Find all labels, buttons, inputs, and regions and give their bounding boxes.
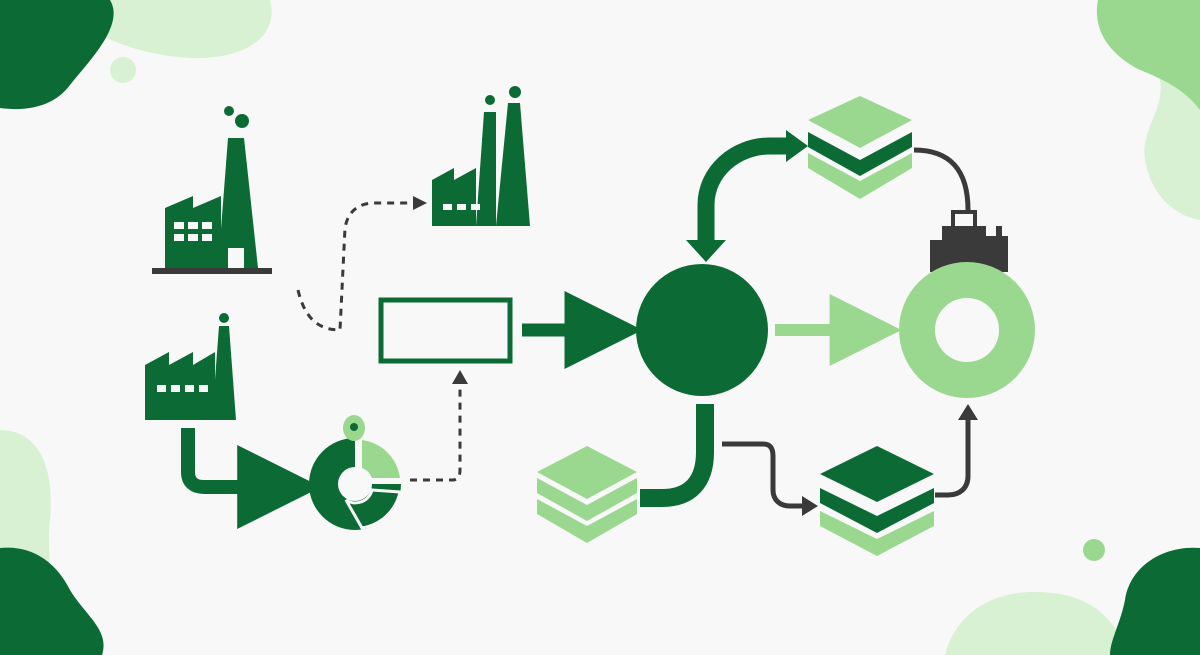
factory-icon [432,86,530,226]
layers-icon-bottom-right [820,446,934,556]
gray-arrows [722,147,978,516]
output-ring [899,262,1035,398]
arrow-bottom-stack-to-ring [935,418,971,498]
recycle-donut-icon [309,415,402,530]
layers-icon-bottom-left [537,446,637,543]
factory-icon [145,313,236,420]
dashed-arrows [296,196,468,482]
arrow-stack-to-machine [913,147,971,222]
dashed-arrow-to-top-factory [296,201,416,332]
corner-decoration-bottom-right [945,539,1200,655]
flow-arrows [181,130,902,529]
factory-icon [152,106,272,274]
arrow-stack-to-hub [640,404,714,507]
arrow-hub-to-bottom-stack [722,441,805,509]
layers-icon-top [808,96,912,199]
corner-decoration-top-left [0,0,272,110]
dashed-arrow-recycle-to-box [410,385,462,482]
arrow-hub-loop-to-stack [697,137,786,240]
corner-decoration-top-right [1096,0,1200,220]
central-hub [636,264,768,396]
corner-decoration-bottom-left [0,430,104,655]
collection-box [378,297,513,364]
arrow-factory-to-recycle [181,428,322,529]
